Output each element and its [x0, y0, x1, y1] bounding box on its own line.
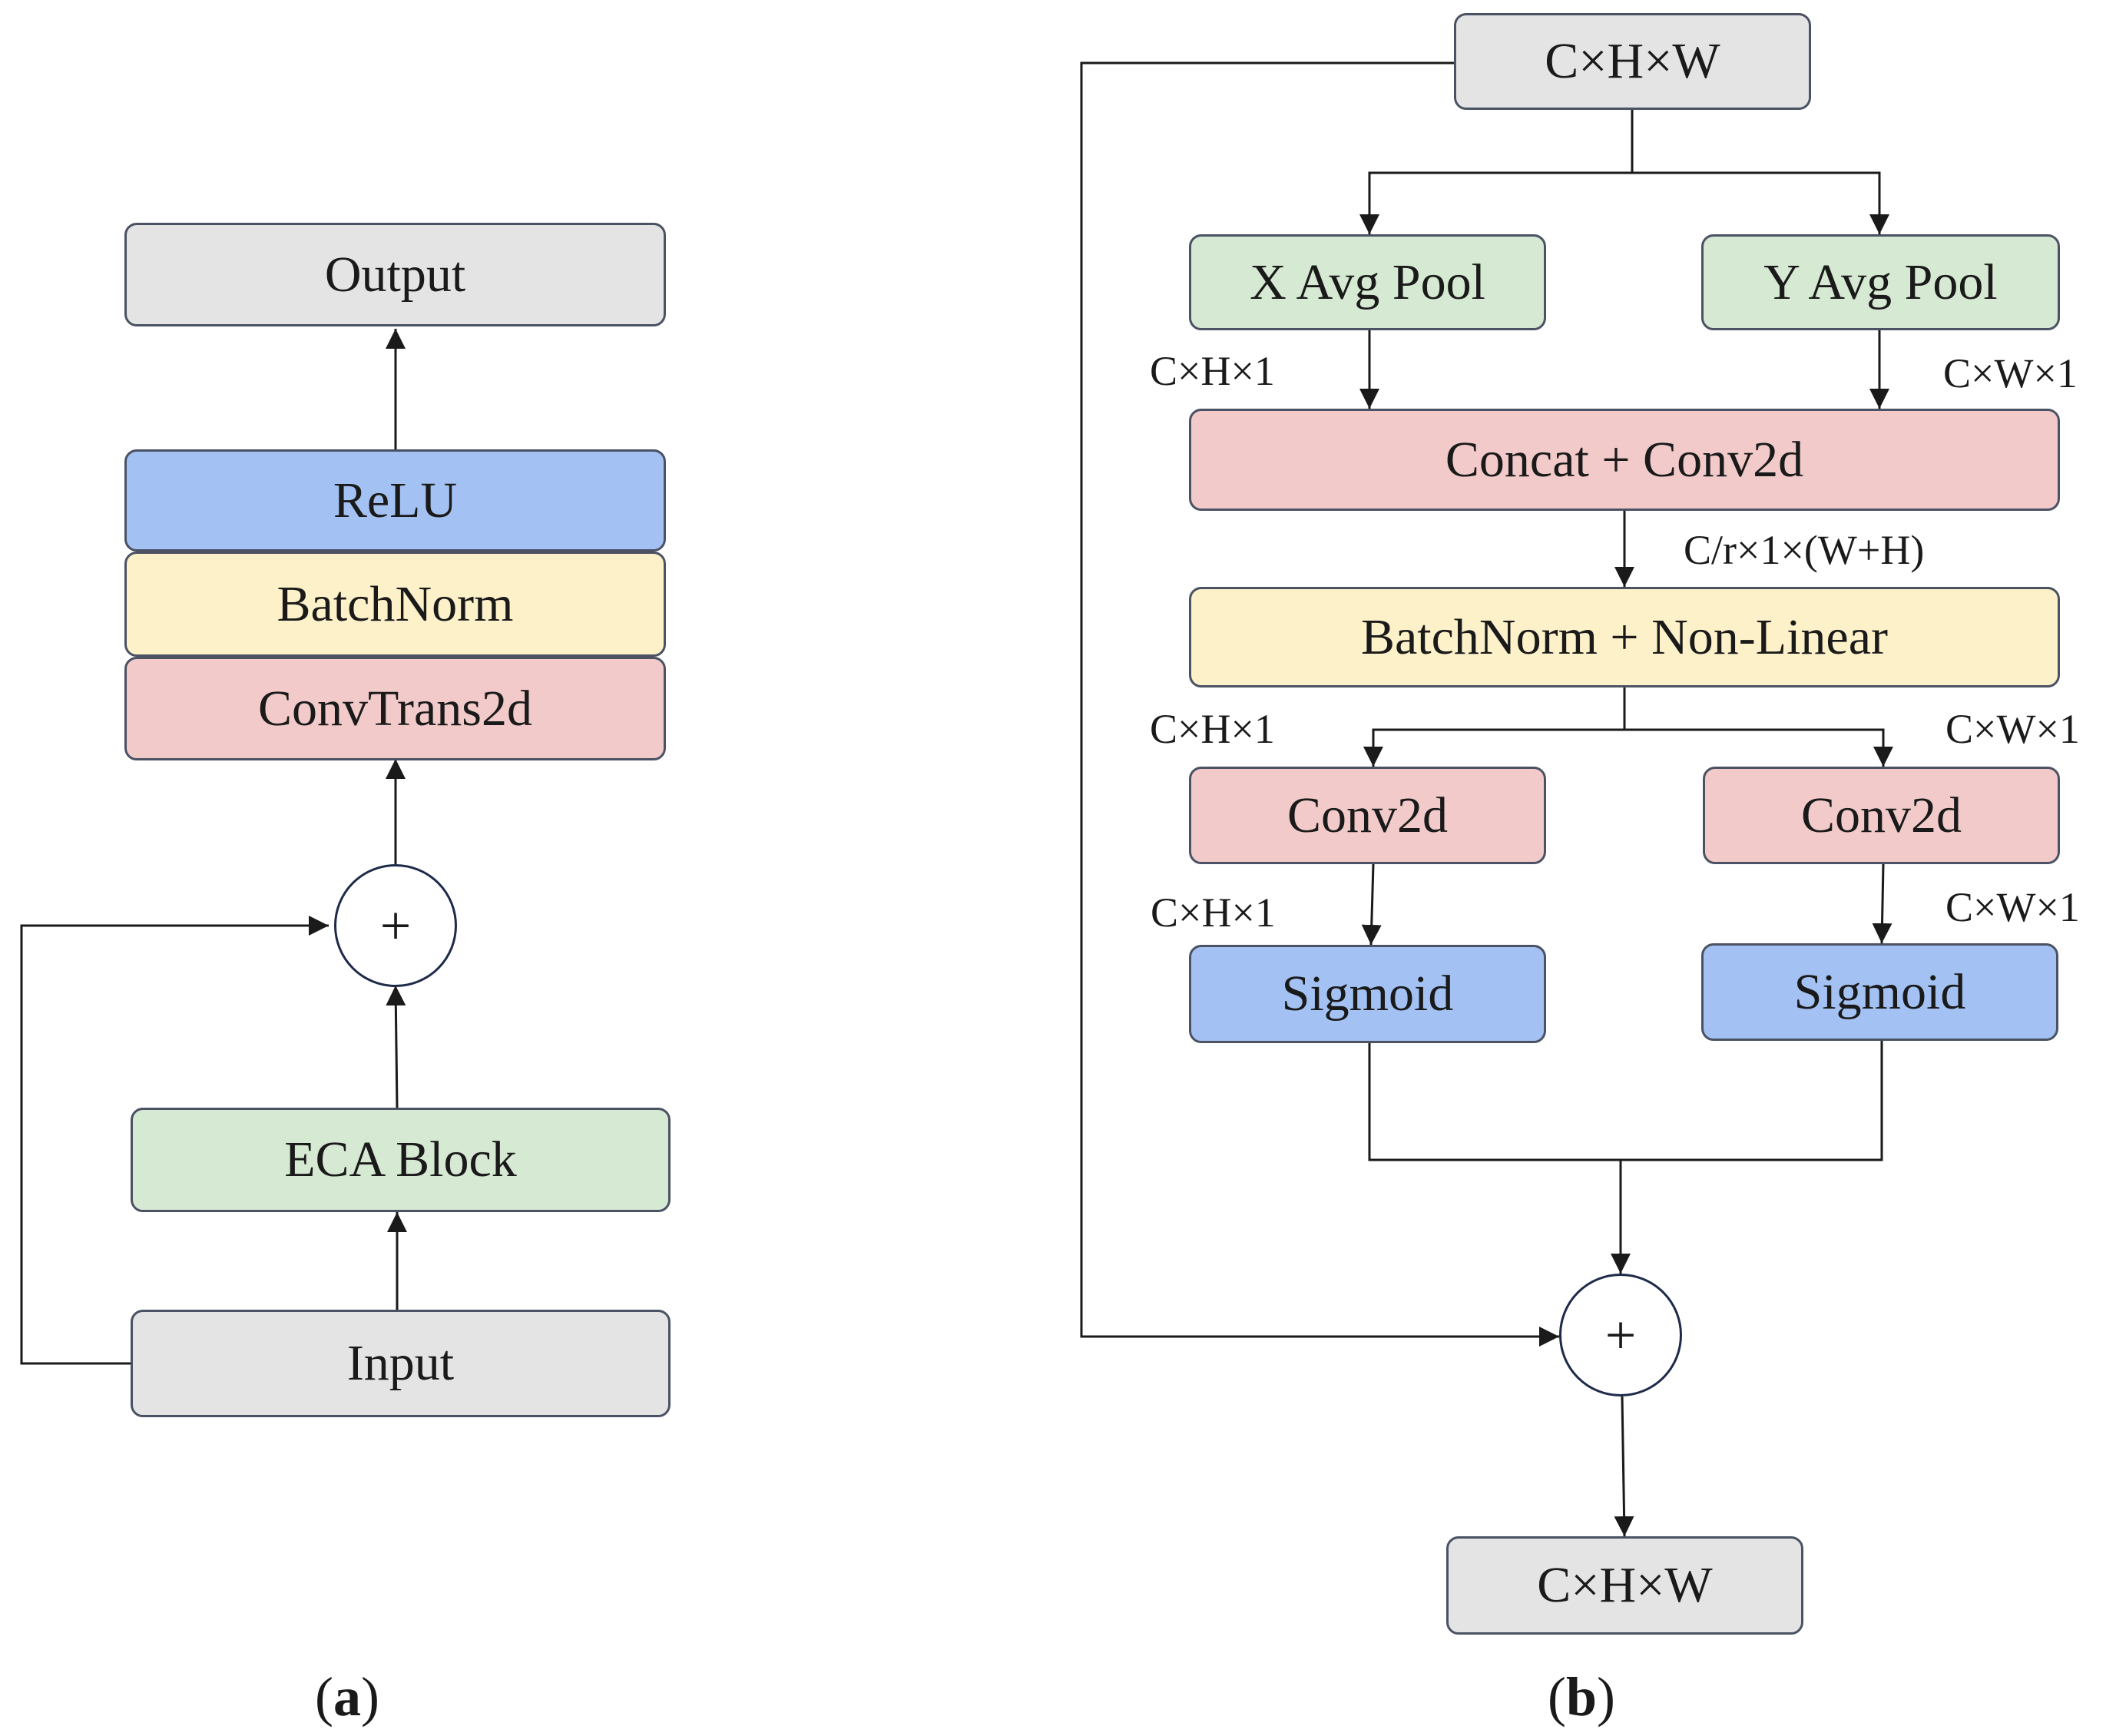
- caption-a: (a): [315, 1666, 379, 1728]
- batchnorm-nonlinear-box: BatchNorm + Non-Linear: [1189, 587, 2060, 687]
- split-bn-to-conv-right: [1624, 728, 1893, 767]
- split-right-dim: C×W×1: [1945, 706, 2080, 752]
- conv2d-left-box: Conv2d: [1189, 767, 1546, 864]
- sigmoid-right-box: Sigmoid: [1701, 943, 2058, 1041]
- x-pool-output-dim: C×H×1: [1150, 348, 1275, 394]
- skip-connection-b: [1080, 61, 1559, 1347]
- output-dim-box: C×H×W: [1446, 1536, 1803, 1635]
- split-left-dim: C×H×1: [1150, 706, 1275, 752]
- convtrans2d-box: ConvTrans2d: [124, 657, 666, 760]
- concat-conv2d-box: Concat + Conv2d: [1189, 409, 2060, 511]
- sum-node-b: +: [1559, 1274, 1682, 1396]
- split-to-y-pool: [1632, 171, 1889, 234]
- arrow-eca-to-sum: [386, 985, 406, 1108]
- conv2d-right-box: Conv2d: [1703, 767, 2060, 864]
- merge-sigmoids: [1368, 1041, 1883, 1161]
- eca-block-box: ECA Block: [131, 1108, 671, 1212]
- split-bn-to-conv-left: [1363, 687, 1626, 767]
- sum-node-a: +: [334, 864, 457, 987]
- caption-b: (b): [1548, 1666, 1616, 1728]
- arrow-conv-right-to-sigmoid: [1872, 863, 1892, 944]
- conv-left-output-dim: C×H×1: [1151, 890, 1276, 936]
- arrow-sum-to-output: [1614, 1396, 1634, 1537]
- y-avg-pool-box: Y Avg Pool: [1701, 234, 2060, 330]
- relu-box: ReLU: [124, 449, 666, 552]
- input-dim-box: C×H×W: [1454, 13, 1811, 110]
- batchnorm-box: BatchNorm: [124, 552, 666, 657]
- x-avg-pool-box: X Avg Pool: [1189, 234, 1546, 330]
- conv-right-output-dim: C×W×1: [1945, 884, 2080, 930]
- y-pool-output-dim: C×W×1: [1943, 350, 2078, 396]
- concat-output-dim: C/r×1×(W+H): [1684, 527, 1925, 573]
- input-box: Input: [131, 1310, 671, 1417]
- arrow-conv-left-to-sigmoid: [1361, 863, 1382, 946]
- sigmoid-left-box: Sigmoid: [1189, 945, 1546, 1043]
- skip-connection-a: [20, 916, 329, 1365]
- split-to-pools: [1359, 110, 1634, 234]
- output-box: Output: [124, 223, 666, 326]
